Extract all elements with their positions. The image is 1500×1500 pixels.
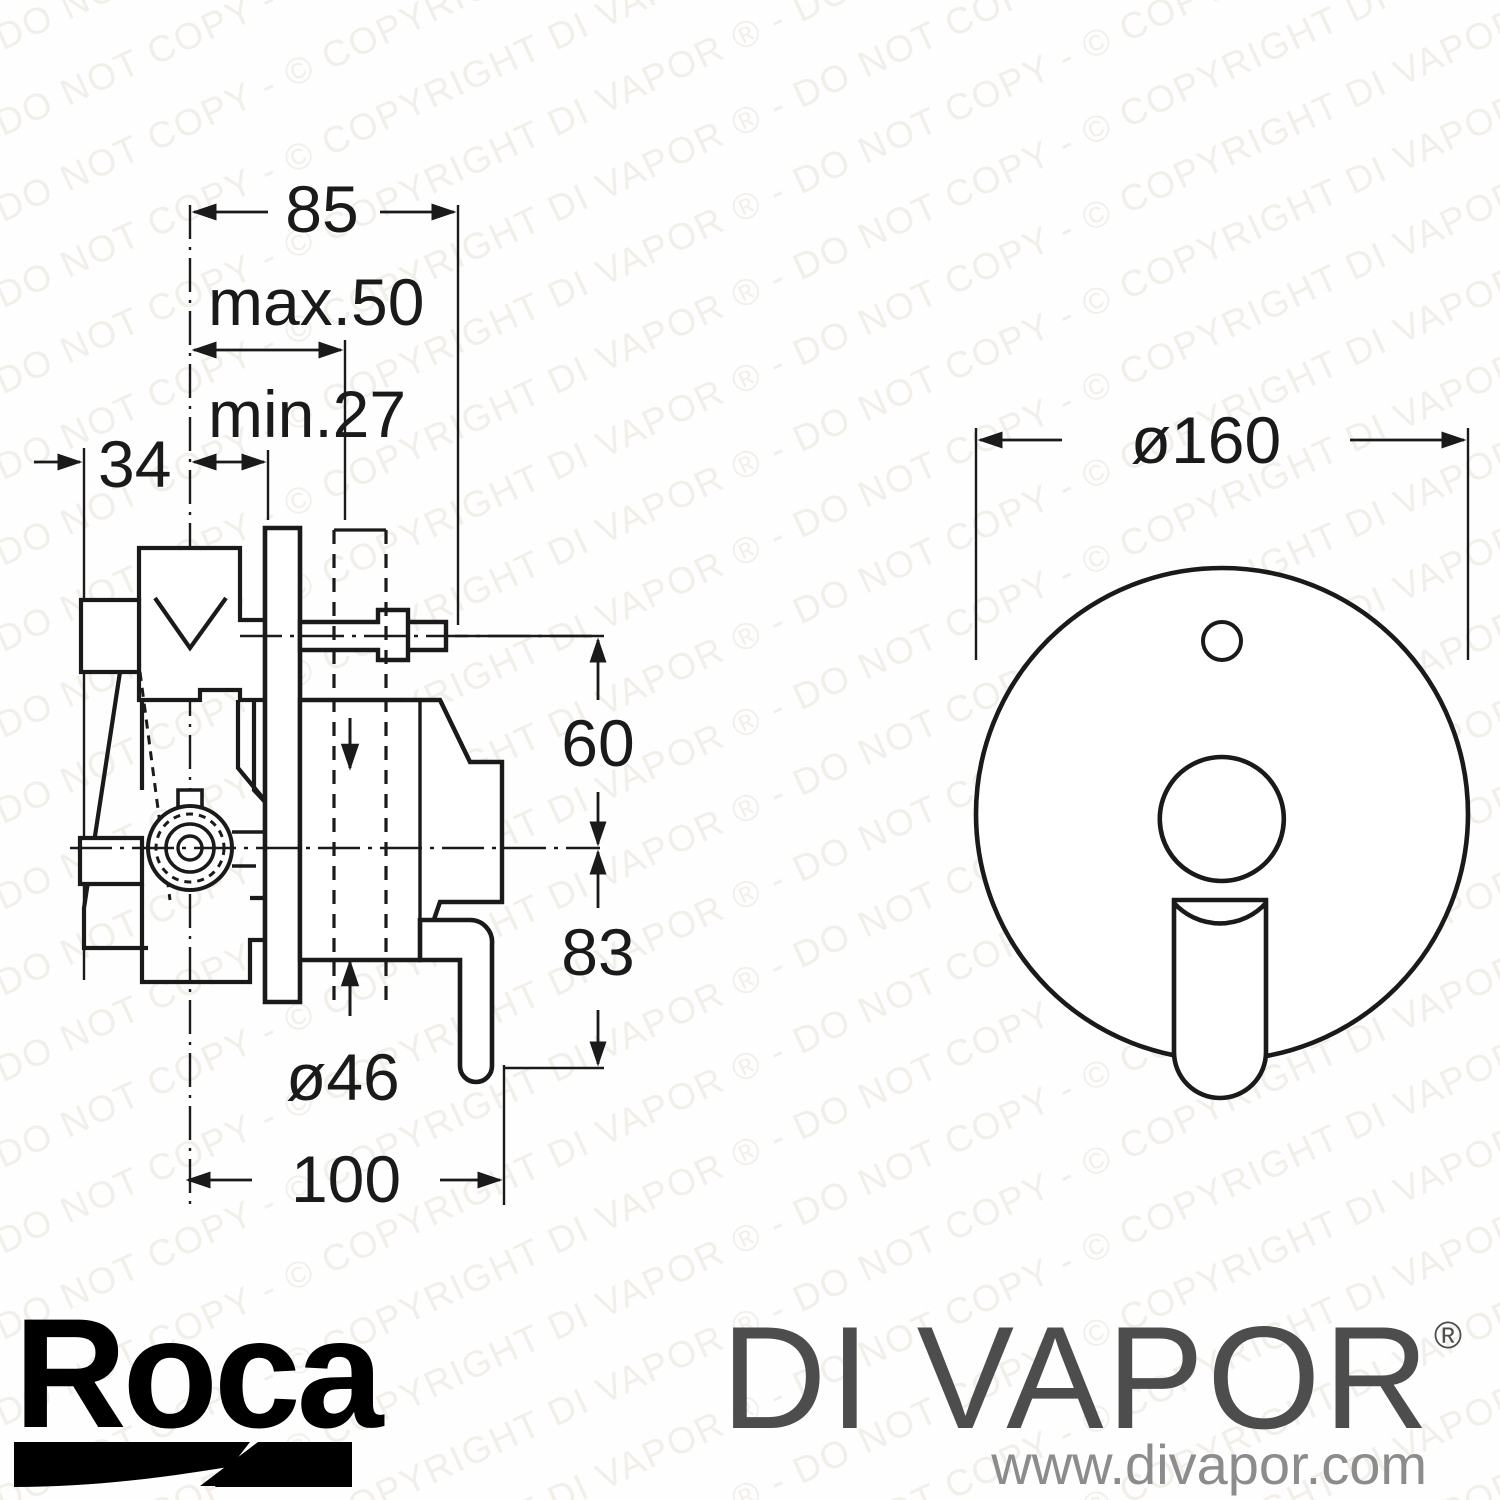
dimension-85-label: 85 [285,172,358,246]
dimension-d160-label: ø160 [1131,403,1281,477]
divapor-registered-icon: ® [1434,1315,1462,1357]
roca-wave-underline-right [200,1442,352,1486]
dimension-34-label: 34 [98,427,171,501]
dimension-100-label: 100 [291,1142,401,1216]
lever-handle-section [417,917,495,1085]
indicator-hole [1201,620,1243,662]
escutcheon-flange-section [262,525,303,1005]
side-view-extension-lines [82,205,506,1205]
dimension-min27-label: min.27 [208,377,406,451]
front-view-extension-lines [974,428,1470,660]
roca-logo: Roca [14,1287,389,1487]
dimension-60-label: 60 [561,706,634,780]
divapor-website-text: www.divapor.com [990,1433,1427,1496]
dimension-60-83-extension [455,634,604,1070]
lever-handle [1157,754,1287,1101]
dimension-d46-label: ø46 [286,1040,400,1114]
valve-body-section [77,545,302,985]
hidden-edges [332,528,388,1010]
divapor-logo-text: DI VAPOR [721,1296,1432,1459]
divapor-logo: DI VAPOR ® www.divapor.com [721,1296,1462,1496]
roca-logo-text: Roca [14,1287,385,1461]
dimension-max50-label: max.50 [208,265,424,339]
dimension-83-label: 83 [561,915,634,989]
